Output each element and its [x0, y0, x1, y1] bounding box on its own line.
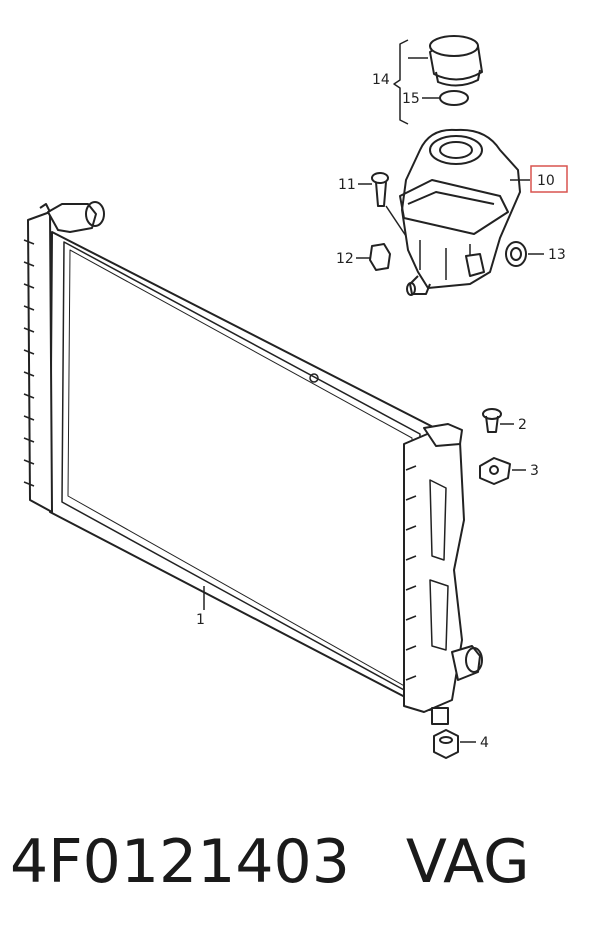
- filler-cap-part-14: [393, 35, 483, 125]
- clip-part-12: [356, 243, 391, 271]
- brand-name: VAG: [405, 827, 530, 897]
- callout-15: 15: [402, 91, 420, 107]
- callout-13: 13: [548, 247, 566, 263]
- screw-part-2: [482, 408, 514, 433]
- o-ring-part-15: [422, 90, 469, 106]
- nut-part-13: [505, 241, 544, 267]
- radiator: [23, 201, 483, 725]
- highlight-box-10: [530, 165, 568, 193]
- expansion-tank-part-10: [399, 128, 530, 296]
- callout-4: 4: [480, 735, 489, 751]
- caption: 4F0121403 VAG: [10, 812, 600, 912]
- callout-2: 2: [518, 417, 527, 433]
- mount-part-4: [433, 729, 476, 759]
- callout-12: 12: [336, 251, 354, 267]
- callout-11: 11: [338, 177, 356, 193]
- bolt-part-11: [358, 172, 407, 237]
- callout-3: 3: [530, 463, 539, 479]
- callout-1: 1: [196, 612, 205, 628]
- mount-part-3: [479, 457, 526, 485]
- parts-diagram: 1 2 3 4 10 11 12 13 14 15: [23, 35, 568, 759]
- callout-14: 14: [372, 72, 390, 88]
- callout-10: 10: [537, 173, 555, 189]
- part-number: 4F0121403: [10, 827, 350, 897]
